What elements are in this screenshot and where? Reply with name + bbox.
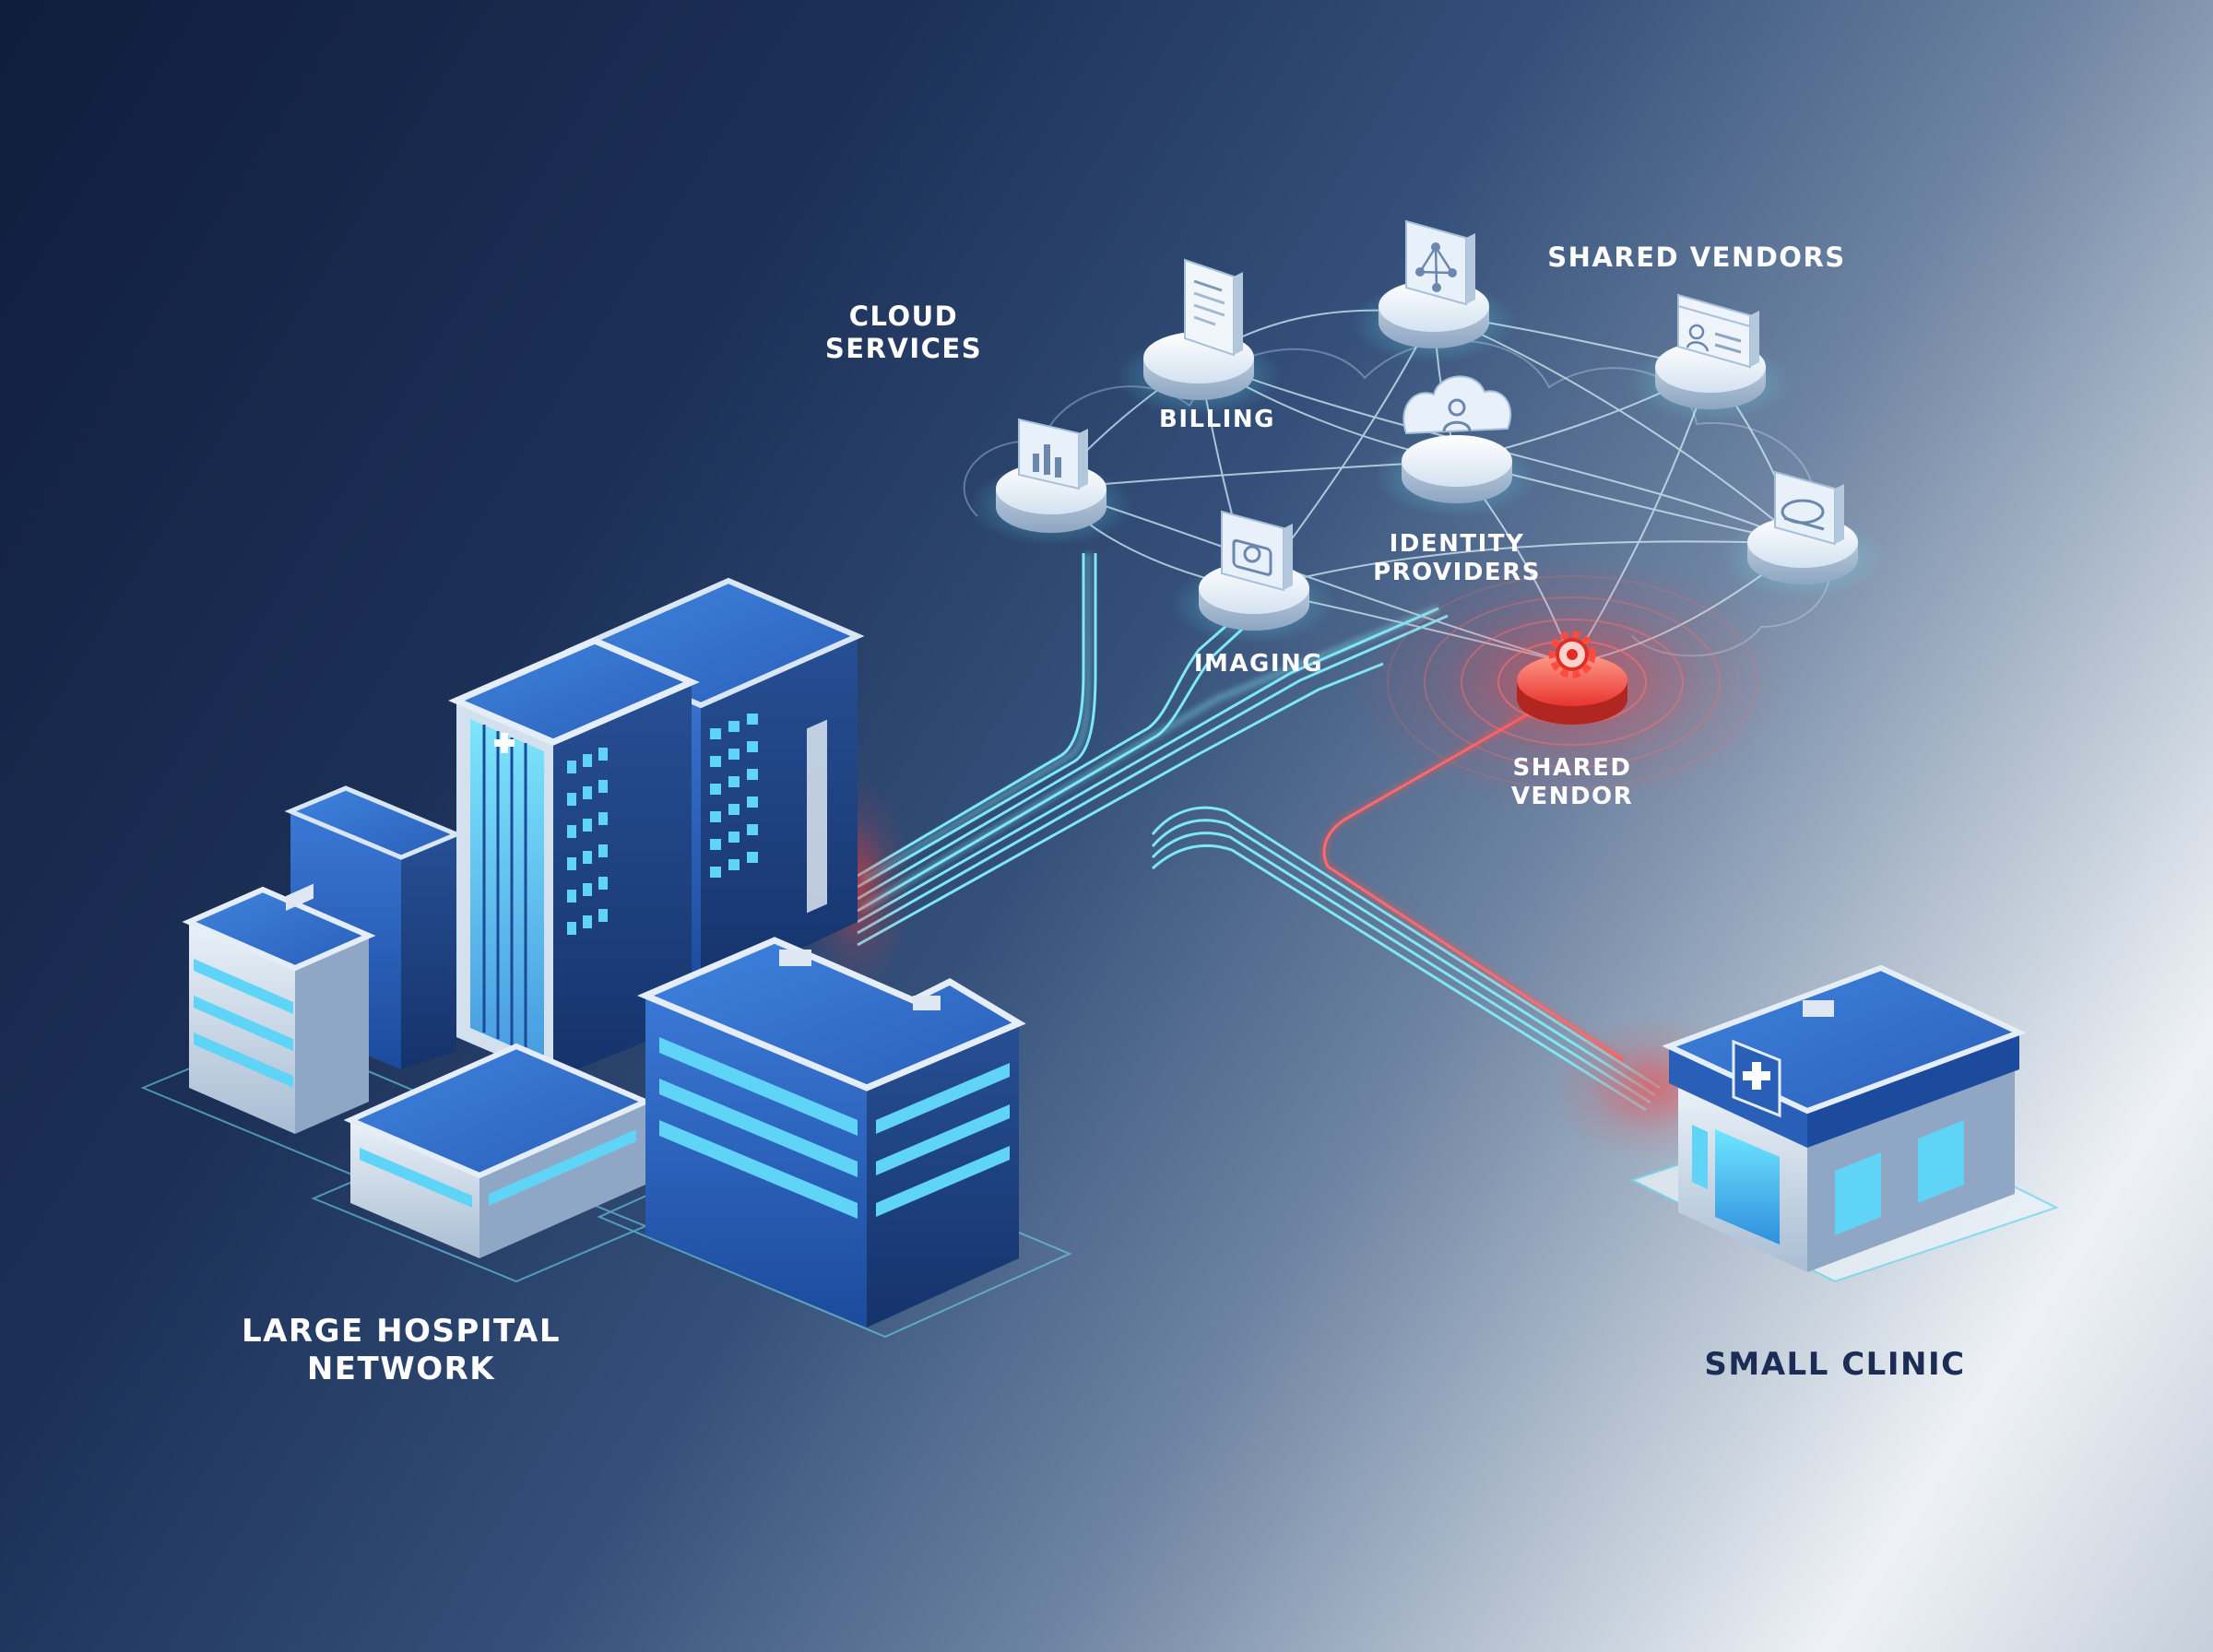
cloud-backdrop — [963, 339, 1831, 657]
network-node[interactable] — [1351, 219, 1517, 363]
compromised-link — [1320, 687, 1626, 1065]
invoice-icon — [1184, 258, 1243, 357]
profile-node[interactable] — [1627, 293, 1793, 423]
analytics-node[interactable] — [968, 418, 1134, 546]
user-cloud-icon — [1402, 375, 1512, 435]
device-node[interactable] — [1720, 470, 1886, 598]
id-card-icon — [1677, 293, 1759, 369]
shared-vendor-node[interactable] — [1517, 631, 1627, 725]
identity-providers-label: IDENTITY PROVIDERS — [1373, 530, 1541, 587]
hospital-block-left-front — [182, 883, 376, 1134]
identity-node[interactable] — [1374, 375, 1540, 518]
network-nodes-icon — [1405, 219, 1475, 306]
medical-cross-icon — [494, 733, 515, 753]
imaging-label: IMAGING — [1193, 650, 1324, 678]
billing-node[interactable] — [1116, 258, 1282, 417]
camera-icon — [1221, 510, 1293, 592]
scanner-device-icon — [1774, 470, 1844, 546]
imaging-node[interactable] — [1171, 510, 1337, 644]
large-hospital-complex[interactable] — [182, 577, 1026, 1328]
hospital-main-tower — [448, 637, 700, 1079]
small-clinic-building[interactable] — [1629, 964, 2059, 1283]
small-clinic-label: SMALL CLINIC — [1704, 1346, 1966, 1383]
cloud-services-label: CLOUD SERVICES — [824, 301, 983, 364]
shared-vendor-label: SHARED VENDOR — [1510, 754, 1634, 811]
billing-label: BILLING — [1159, 406, 1275, 433]
hospital-block-right-front — [637, 937, 1026, 1328]
gear-icon — [1548, 631, 1596, 678]
shared-vendors-label: SHARED VENDORS — [1547, 242, 1846, 273]
clinic-cross-sign — [1732, 1039, 1781, 1118]
hospital-block-center — [343, 1043, 653, 1258]
large-hospital-network-label: LARGE HOSPITAL NETWORK — [241, 1313, 562, 1387]
bar-chart-icon — [1018, 418, 1088, 490]
